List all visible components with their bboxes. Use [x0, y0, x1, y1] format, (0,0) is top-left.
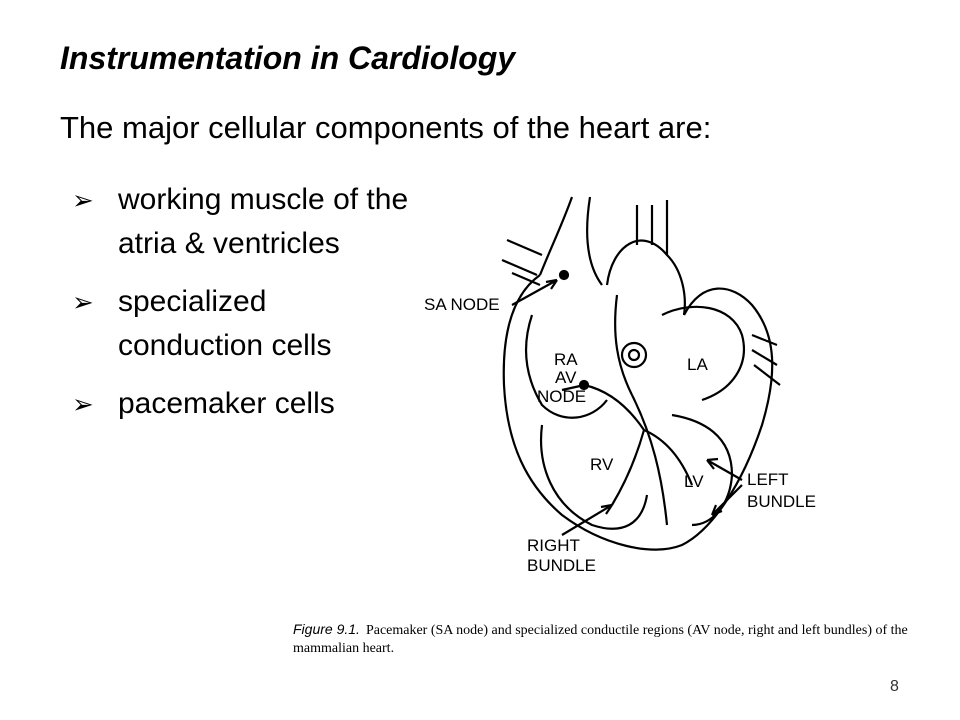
lv-label: LV	[684, 472, 704, 491]
arrow-bullet-icon: ➢	[72, 185, 94, 215]
pulmonary-trunk	[635, 200, 669, 255]
bullet-text: working muscle of the atria & ventricles	[118, 183, 409, 260]
interatrial-septum	[614, 294, 633, 396]
right-pulmonary-veins	[501, 238, 543, 287]
sa-node-arrow	[511, 278, 558, 306]
aortic-arch	[605, 239, 686, 316]
left-bundle-arrow-1	[706, 457, 743, 481]
bullet-text: specialized conduction cells	[118, 285, 332, 362]
aorta-outer	[586, 196, 603, 286]
sa-node-dot	[558, 269, 570, 281]
figure-caption-label: Figure 9.1.	[293, 621, 360, 637]
bullet-text: pacemaker cells	[118, 387, 335, 420]
heart-outline	[502, 274, 774, 551]
left-atrium-wall	[661, 305, 745, 402]
rv-label: RV	[590, 455, 614, 474]
right-bundle-label-2: BUNDLE	[527, 556, 596, 575]
slide-subtitle: The major cellular components of the hea…	[60, 110, 712, 145]
aortic-valve-ring	[620, 341, 648, 369]
bullet-list: ➢ working muscle of the atria & ventricl…	[72, 178, 418, 440]
left-bundle-label-2: BUNDLE	[747, 492, 816, 511]
page-number: 8	[890, 678, 899, 695]
la-label: LA	[687, 355, 708, 374]
superior-vena-cava	[538, 196, 574, 276]
arrow-bullet-icon: ➢	[72, 287, 94, 317]
right-bundle-arrow	[561, 503, 613, 536]
aortic-valve-inner	[627, 348, 641, 362]
bullet-item: ➢ working muscle of the atria & ventricl…	[72, 178, 418, 266]
bullet-item: ➢ pacemaker cells	[72, 382, 418, 426]
left-pulmonary-veins	[751, 333, 781, 386]
figure-caption-text: Pacemaker (SA node) and specialized cond…	[293, 623, 908, 656]
av-label: AV	[555, 368, 577, 387]
arrow-bullet-icon: ➢	[72, 389, 94, 419]
interventricular-septum	[631, 394, 669, 526]
ra-label: RA	[554, 350, 578, 369]
heart-diagram: SA NODE RA AV NODE LA RV LV LEFT BUNDLE …	[424, 196, 816, 575]
right-bundle-label-1: RIGHT	[527, 536, 580, 555]
right-ventricle-wall	[540, 424, 649, 530]
right-bundle-branch	[611, 429, 646, 506]
av-node-arrow	[561, 384, 581, 392]
slide-title: Instrumentation in Cardiology	[60, 40, 516, 76]
left-bundle-branch	[643, 428, 694, 486]
left-bundle-arrow-2	[710, 484, 743, 517]
bundle-of-his	[583, 383, 645, 431]
node-label: NODE	[537, 387, 586, 406]
bullet-item: ➢ specialized conduction cells	[72, 280, 418, 368]
figure-caption: Figure 9.1.Pacemaker (SA node) and speci…	[293, 620, 953, 658]
sa-node-label: SA NODE	[424, 295, 500, 314]
right-atrium-wall	[524, 314, 608, 419]
left-bundle-label-1: LEFT	[747, 470, 789, 489]
